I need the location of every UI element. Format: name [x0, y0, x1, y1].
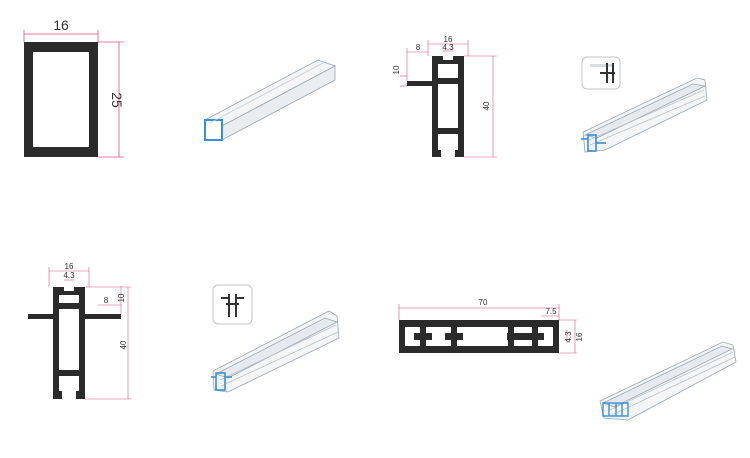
double-fin-profile-3d: [211, 310, 340, 393]
profile-inset-icon-2: [212, 284, 253, 325]
flat-slot-label: 4.3: [564, 331, 573, 343]
single-fin-profile-section: 16 4.3 8 10 40: [392, 35, 497, 158]
rectangular-tube-3d: [204, 59, 336, 141]
wide-flat-profile-section: 70 7.5 4.3 16: [398, 298, 584, 354]
fin1-height-label: 40: [482, 101, 491, 110]
fin2-fin-label: 8: [104, 296, 109, 305]
fin2-width-label: 16: [65, 262, 74, 271]
tube-width-label: 16: [53, 17, 69, 33]
rectangular-tube-section: 16 25: [23, 17, 125, 158]
fin1-width-label: 16: [444, 35, 453, 44]
tube-height-label: 25: [109, 92, 125, 108]
fin2-thickness-label: 10: [117, 293, 126, 302]
fin1-fin-label: 8: [416, 43, 421, 52]
fin2-slot-label: 4.3: [63, 271, 75, 280]
flat-end-label: 7.5: [545, 307, 557, 316]
fin2-height-label: 40: [119, 340, 128, 349]
flat-width-label: 70: [479, 298, 488, 307]
fin1-thickness-label: 10: [392, 65, 401, 74]
fin1-slot-label: 4.3: [442, 43, 454, 52]
single-fin-profile-3d: [581, 77, 708, 153]
profile-inset-icon-1: [581, 56, 621, 90]
wide-flat-profile-3d: [599, 341, 737, 421]
double-fin-profile-section: 16 4.3 8 10 40: [28, 262, 131, 400]
flat-height-label: 16: [575, 332, 584, 341]
